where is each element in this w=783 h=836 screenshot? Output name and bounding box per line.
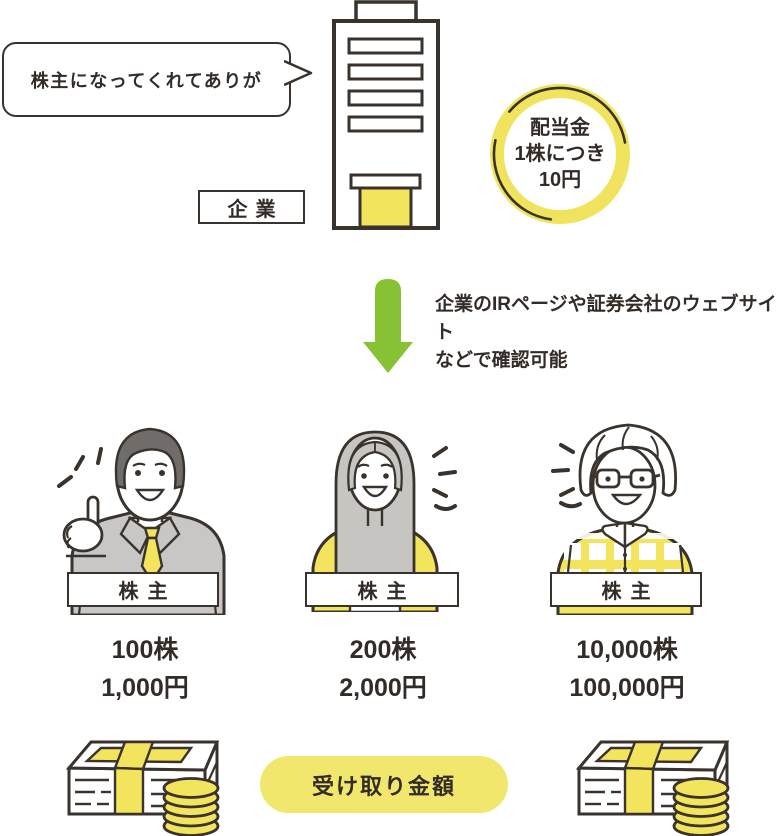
shareholder-label-1: 株主: [67, 572, 219, 607]
money-stack-icon: [575, 740, 730, 836]
fist: [62, 517, 104, 553]
dividend-line2: 1株につき: [514, 143, 606, 165]
emphasis-marks: [551, 443, 582, 509]
collar: [601, 521, 627, 550]
dividend-line1: 配当金: [530, 117, 590, 139]
hair: [114, 427, 186, 490]
dividend-coin-icon: [490, 84, 630, 224]
shares-value: 200株: [349, 636, 417, 664]
company-label-text: 企業: [227, 198, 284, 221]
building-door: [358, 186, 413, 229]
money-stack-icon: [65, 740, 220, 836]
shareholder-label-text: 株主: [357, 581, 416, 603]
ir-note-line2: などで確認可能: [435, 350, 568, 371]
shares-value: 100株: [111, 636, 179, 664]
hair-front: [347, 440, 403, 492]
shares-value: 10,000株: [576, 636, 678, 664]
dividend-badge: 配当金 1株につき 10円: [486, 80, 634, 228]
building-window: [347, 37, 424, 55]
smile: [610, 493, 643, 506]
shareholder-1-amounts: 100株 1,000円: [25, 631, 265, 707]
dividend-line3: 10円: [538, 169, 582, 191]
dividend-value: 100,000円: [569, 674, 685, 702]
shareholder-2-amounts: 200株 2,000円: [263, 631, 503, 707]
emphasis-marks: [57, 447, 103, 488]
emphasis-marks: [432, 446, 457, 511]
shareholder-label-text: 株主: [601, 581, 660, 603]
ir-note: 企業のIRページや証券会社のウェブサイト などで確認可能: [435, 291, 783, 375]
green-down-arrow-icon: [363, 279, 413, 373]
building-window: [347, 89, 424, 107]
dividend-value: 2,000円: [339, 674, 427, 702]
building-window: [347, 115, 424, 133]
speech-bubble-text: 株主になってくれてありが: [30, 70, 263, 91]
building-window: [347, 63, 424, 81]
dividend-value: 1,000円: [101, 674, 189, 702]
necktie: [143, 526, 161, 540]
coin-pile: [672, 777, 730, 836]
speech-bubble-tail: [284, 59, 313, 87]
speech-bubble: 株主になってくれてありが: [2, 42, 291, 117]
received-amount-text: 受け取り金額: [311, 773, 456, 799]
received-amount-badge: 受け取り金額: [260, 756, 508, 813]
shareholder-label-2: 株主: [305, 572, 459, 607]
smile: [134, 488, 166, 502]
hair: [578, 423, 678, 497]
ir-note-line1: 企業のIRページや証券会社のウェブサイト: [435, 294, 777, 343]
coin-pile: [162, 777, 220, 836]
collar: [623, 521, 649, 550]
smile: [361, 485, 389, 498]
shareholder-label-3: 株主: [550, 572, 702, 607]
office-building-icon: [332, 0, 440, 230]
company-label: 企業: [198, 190, 305, 224]
building-awning: [349, 173, 422, 190]
shareholder-label-text: 株主: [118, 581, 177, 603]
shareholder-3-amounts: 10,000株 100,000円: [507, 631, 747, 707]
